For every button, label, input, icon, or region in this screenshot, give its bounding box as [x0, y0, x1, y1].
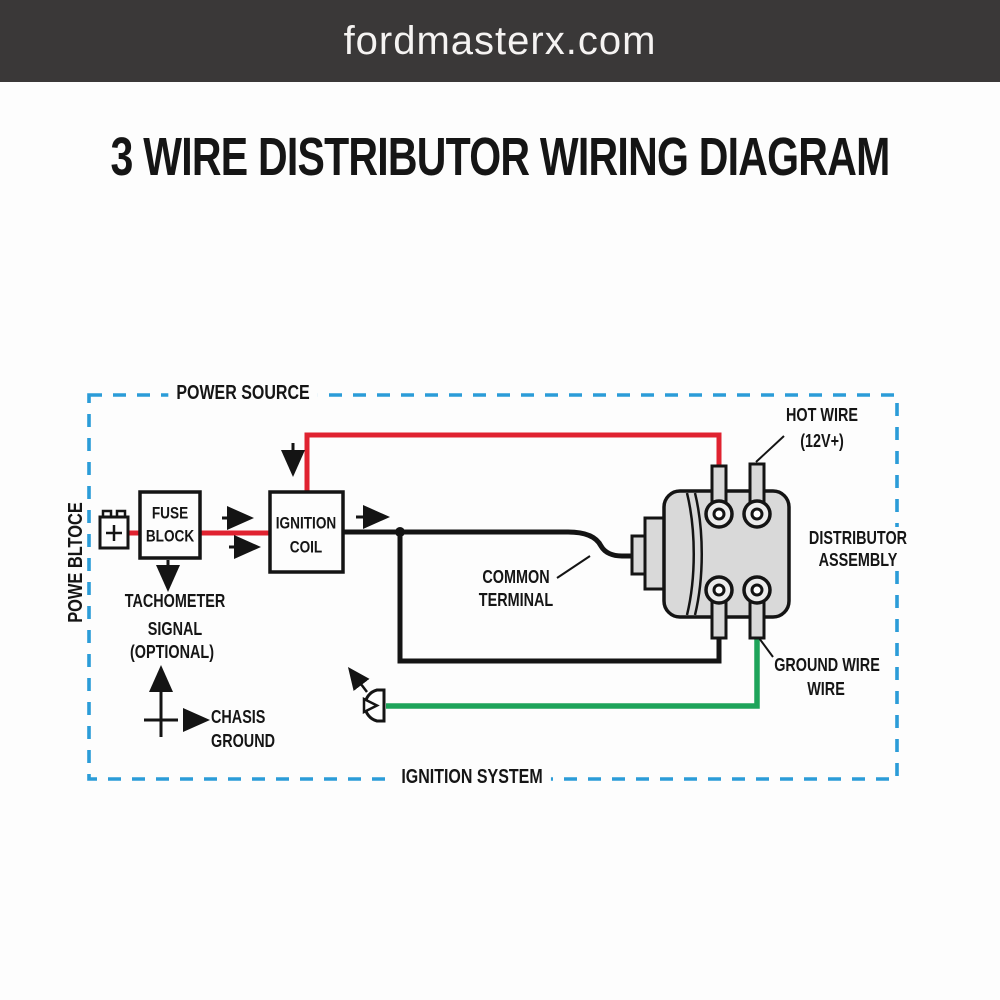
- chassis-ground-label-line1: CHASIS: [211, 707, 266, 727]
- ignition-system-label: IGNITION SYSTEM: [393, 765, 551, 789]
- distributor-band-arc-1: [685, 492, 695, 616]
- distributor-band-arc-2: [693, 492, 703, 616]
- distributor-assembly-label-line1: DISTRIBUTOR: [805, 527, 911, 549]
- ignition-coil-label-line2: COIL: [289, 537, 323, 557]
- tachometer-label-line2: SIGNAL: [147, 619, 203, 639]
- tachometer-label-line3: (OPTIONAL): [130, 642, 214, 662]
- terminal-eyelet-top-left: [704, 499, 734, 529]
- tachometer-label-line1: TACHOMETER: [124, 591, 226, 611]
- red-wire-coil-to-distributor-hot: [304, 432, 722, 492]
- common-terminal-label-line2: TERMINAL: [478, 590, 554, 610]
- black-wire-branch-to-distributor: [397, 532, 722, 664]
- chassis-ground-label-line2: GROUND: [211, 731, 275, 751]
- battery-icon: [98, 509, 130, 550]
- terminal-eyelet-bottom-right: [742, 575, 772, 605]
- ignition-coil-label-line1: IGNITION: [275, 513, 337, 533]
- wire-junction-dot: [395, 527, 405, 537]
- black-wire-coil-to-common-terminal: [343, 529, 636, 559]
- ground-symbol-arrow: [347, 667, 370, 693]
- ground-wire-label-line1: GROUND WIRE: [774, 655, 880, 675]
- site-name: fordmasterx.com: [343, 18, 657, 63]
- fuse-block-box: [138, 490, 202, 560]
- common-terminal-pointer-line: [556, 555, 591, 579]
- site-banner: fordmasterx.com: [0, 0, 1000, 82]
- terminal-eyelet-top-right: [742, 499, 772, 529]
- fuse-block-label-line1: FUSE: [151, 503, 189, 523]
- distributor-shaft: [643, 516, 666, 591]
- power-block-vertical-label: POWE BLTOCE: [65, 502, 87, 623]
- ignition-coil-box: [268, 490, 345, 574]
- terminal-eyelet-bottom-left: [704, 575, 734, 605]
- page-title: 3 WIRE DISTRIBUTOR WIRING DIAGRAM: [110, 127, 891, 187]
- common-terminal-label-line1: COMMON: [482, 567, 550, 587]
- hot-wire-label-line1: HOT WIRE: [786, 405, 858, 425]
- power-source-label: POWER SOURCE: [168, 381, 318, 405]
- hot-wire-label-line2: (12V+): [800, 431, 844, 451]
- hot-wire-pointer-line: [755, 435, 785, 463]
- distributor-assembly-graphic: [630, 462, 791, 640]
- distributor-assembly-label-line2: ASSEMBLY: [815, 549, 901, 571]
- ground-connector-icon: [362, 688, 386, 723]
- green-ground-wire: [386, 636, 760, 709]
- ground-wire-label-line2: WIRE: [807, 679, 845, 699]
- fuse-block-label-line2: BLOCK: [145, 526, 195, 546]
